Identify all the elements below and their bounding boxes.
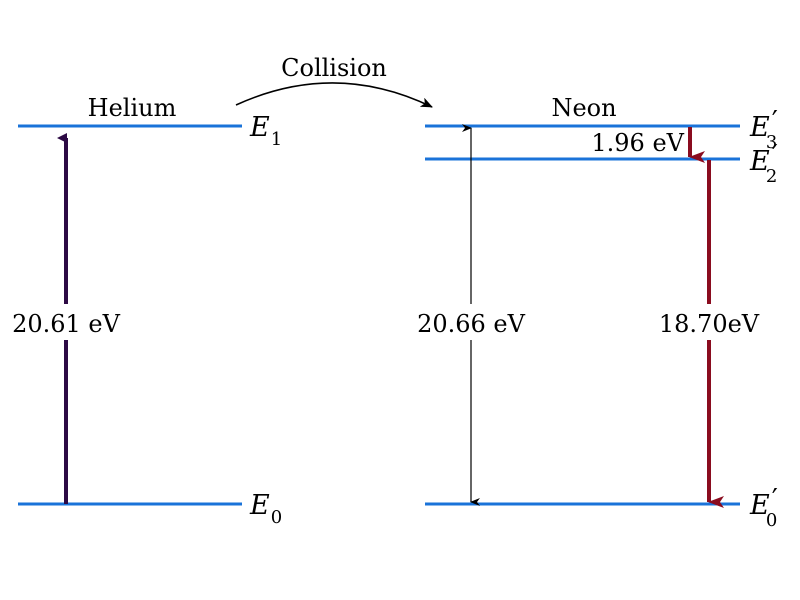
helium-title: Helium [88,94,177,122]
neon-small-gap-label: 1.96 eV [591,129,684,157]
helium-gap-label: 20.61 eV [12,310,121,338]
neon-total-gap-label: 20.66 eV [417,310,526,338]
collision-arrow [235,82,433,108]
neon-e0-label: E′0 [749,484,778,531]
collision-label: Collision [281,54,387,82]
neon-e2-label: E′2 [749,140,778,187]
neon-title: Neon [551,94,616,122]
neon-e3-label: E′3 [749,106,778,153]
helium-e1-label: E1 [249,112,282,150]
helium-e0-label: E0 [249,490,282,528]
neon-emission-gap-label: 18.70eV [659,310,760,338]
